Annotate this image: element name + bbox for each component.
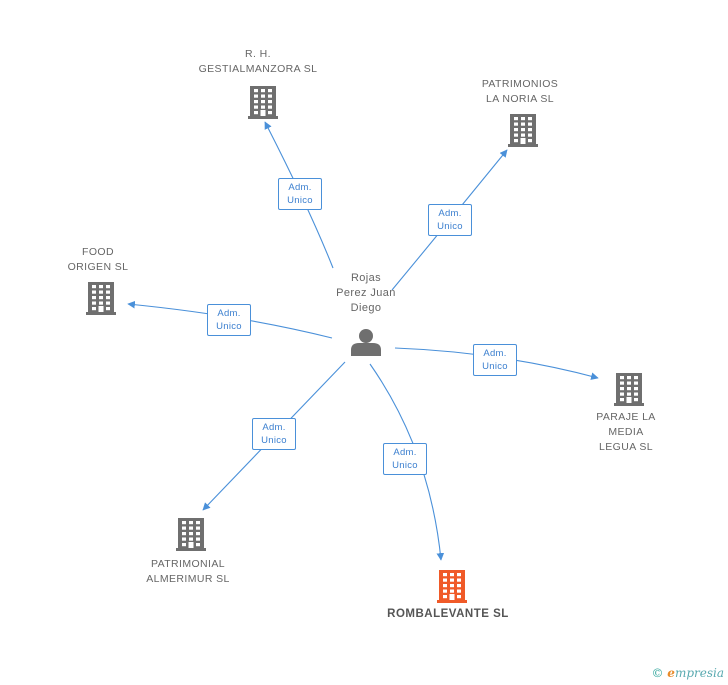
edge-label-rombalevante: Adm. Unico — [383, 443, 427, 475]
brand-logo: empresia — [667, 666, 724, 680]
label-line: LA NORIA SL — [485, 93, 554, 105]
edge-role-type: Unico — [482, 361, 508, 372]
label-line: PATRIMONIAL — [150, 558, 226, 570]
label-line: GESTIALMANZORA SL — [198, 63, 318, 75]
edge-role: Adm. — [393, 447, 417, 458]
edge-label-rh: Adm. Unico — [278, 178, 322, 210]
label-line: ORIGEN SL — [67, 261, 129, 273]
company-label-almerimur[interactable]: PATRIMONIAL ALMERIMUR SL — [128, 557, 248, 587]
building-icon-almerimur[interactable] — [176, 518, 206, 551]
building-icon-food[interactable] — [86, 282, 116, 315]
person-name-line: Diego — [350, 302, 382, 314]
edge-role-type: Unico — [437, 221, 463, 232]
edge-role: Adm. — [438, 208, 462, 219]
company-label-food[interactable]: FOOD ORIGEN SL — [50, 245, 146, 275]
edge-role-type: Unico — [216, 321, 242, 332]
edge-role: Adm. — [288, 182, 312, 193]
label-line: ALMERIMUR SL — [146, 573, 230, 585]
person-name[interactable]: Rojas Perez Juan Diego — [318, 271, 414, 316]
label-line: MEDIA — [608, 426, 644, 438]
edge-label-almerimur: Adm. Unico — [252, 418, 296, 450]
company-label-rombalevante[interactable]: ROMBALEVANTE SL — [368, 607, 528, 622]
person-icon[interactable] — [351, 329, 381, 356]
edge-label-noria: Adm. Unico — [428, 204, 472, 236]
brand-initial: e — [667, 666, 675, 680]
label-line: ROMBALEVANTE SL — [387, 608, 509, 620]
copyright-symbol: © — [651, 666, 664, 680]
building-icon-rombalevante[interactable] — [437, 570, 467, 603]
edge-label-food: Adm. Unico — [207, 304, 251, 336]
edge-role: Adm. — [483, 348, 507, 359]
edge-role-type: Unico — [261, 435, 287, 446]
edge-role: Adm. — [217, 308, 241, 319]
person-name-line: Perez Juan — [336, 287, 396, 299]
edge-label-paraje: Adm. Unico — [473, 344, 517, 376]
label-line: FOOD — [82, 246, 114, 258]
company-label-paraje[interactable]: PARAJE LA MEDIA LEGUA SL — [578, 410, 674, 455]
edge-role-type: Unico — [287, 195, 313, 206]
brand-name: mpresia — [674, 666, 724, 680]
building-icon-rh[interactable] — [248, 86, 278, 119]
label-line: LEGUA SL — [599, 441, 653, 453]
edge-role: Adm. — [262, 422, 286, 433]
label-line: R. H. — [245, 48, 271, 60]
person-name-line: Rojas — [350, 272, 382, 284]
building-icon-noria[interactable] — [508, 114, 538, 147]
company-label-noria[interactable]: PATRIMONIOS LA NORIA SL — [460, 77, 580, 107]
copyright-footer: © empresia — [651, 666, 724, 680]
label-line: PATRIMONIOS — [481, 78, 559, 90]
edge-role-type: Unico — [392, 460, 418, 471]
label-line: PARAJE LA — [596, 411, 656, 423]
company-label-rh[interactable]: R. H. GESTIALMANZORA SL — [178, 47, 338, 77]
building-icon-paraje[interactable] — [614, 373, 644, 406]
